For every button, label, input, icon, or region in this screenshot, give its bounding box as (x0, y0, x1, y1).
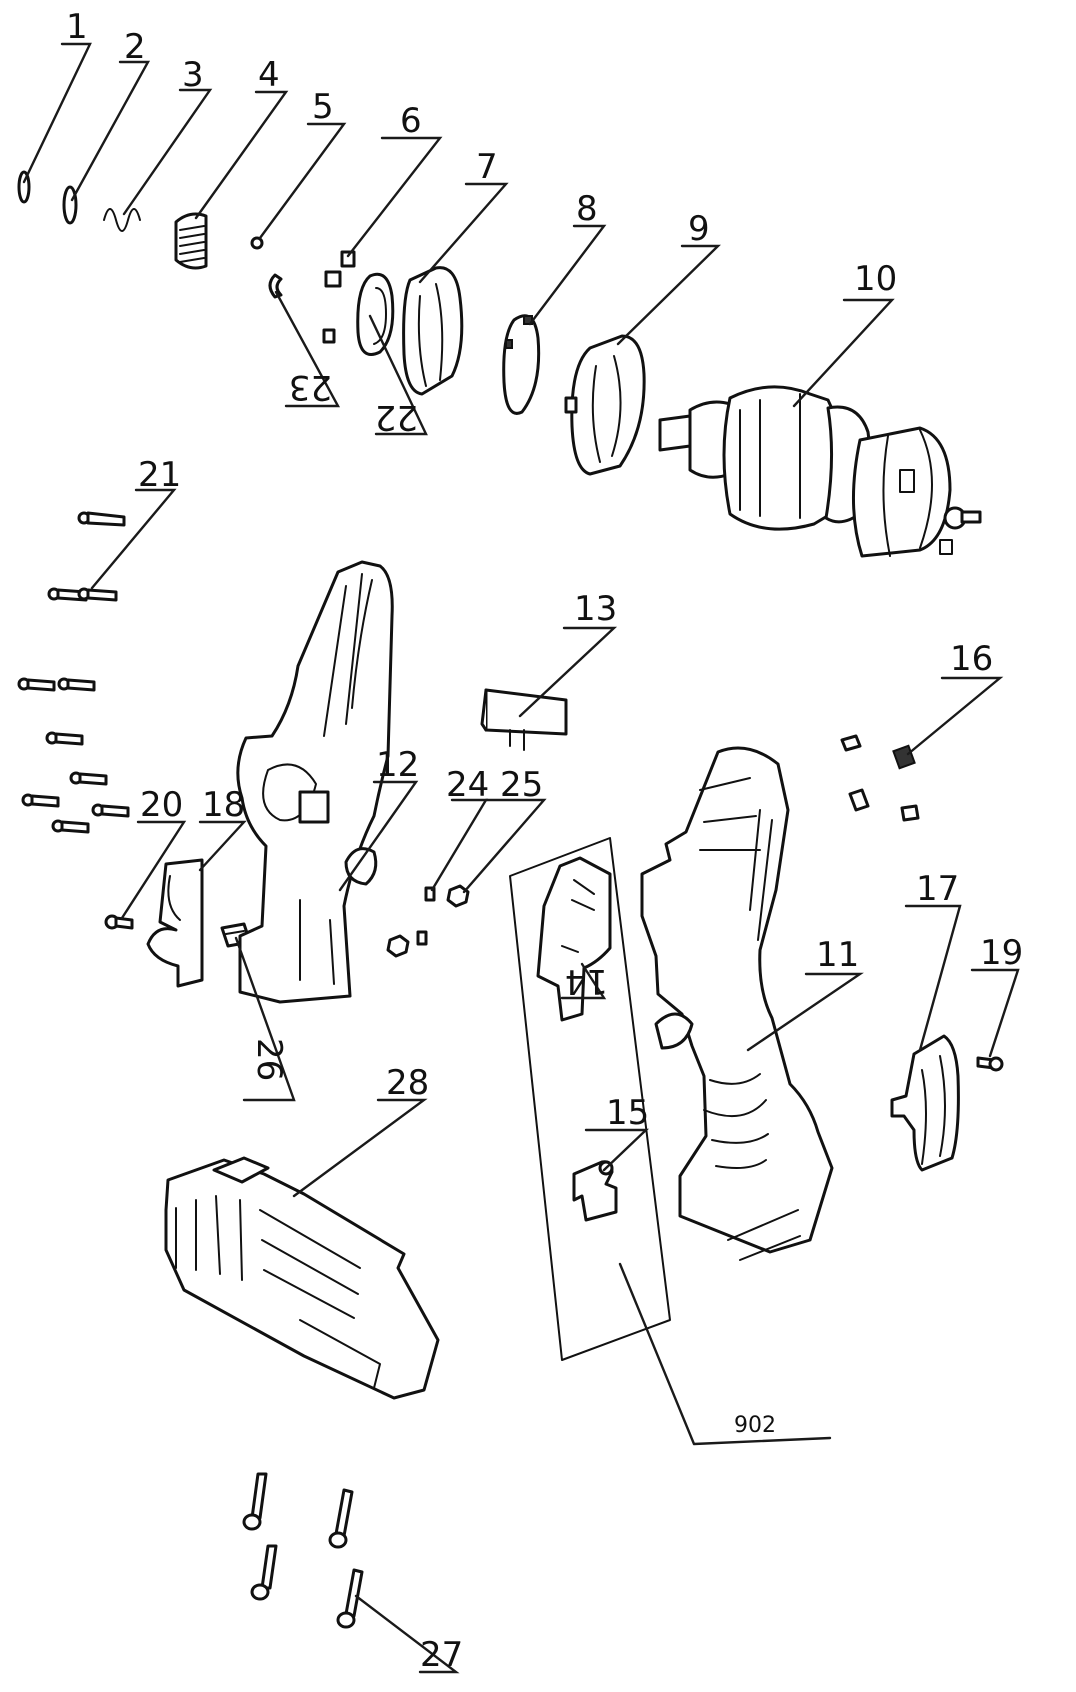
part-18-bracket (146, 858, 204, 988)
label-2: 2 (124, 27, 146, 67)
part-27-screws (242, 1472, 364, 1629)
label-17: 17 (916, 869, 959, 909)
label-9: 9 (688, 209, 710, 249)
part-20-screw (104, 914, 134, 930)
part-17-cover-plate (890, 1034, 960, 1172)
label-22: 22 (375, 397, 418, 437)
label-3: 3 (182, 55, 204, 95)
leader-lines (22, 42, 1020, 1674)
label-10: 10 (854, 259, 897, 299)
part-23-clip (268, 273, 283, 299)
label-14: 14 (565, 961, 608, 1001)
label-23: 23 (289, 367, 332, 407)
label-19: 19 (980, 933, 1023, 973)
label-28: 28 (386, 1063, 429, 1103)
label-26: 26 (249, 1038, 289, 1081)
part-9-ring-gear (564, 334, 646, 476)
part-21-screws (17, 511, 130, 834)
label-15: 15 (606, 1093, 649, 1133)
label-21: 21 (138, 455, 181, 495)
label-902: 902 (734, 1413, 776, 1438)
part-10-motor-assembly (658, 385, 982, 558)
label-20: 20 (140, 785, 183, 825)
label-4: 4 (258, 55, 280, 95)
label-16: 16 (950, 639, 993, 679)
part-8-ring (502, 314, 541, 415)
label-7: 7 (476, 147, 498, 187)
part-4-coil (174, 212, 208, 270)
part-12-housing-left (236, 560, 394, 1004)
label-13: 13 (574, 589, 617, 629)
part-16-brushes (840, 734, 920, 822)
label-1: 1 (66, 7, 88, 47)
label-8: 8 (576, 189, 598, 229)
part-2-o-ring (62, 185, 78, 225)
label-18: 18 (202, 785, 245, 825)
label-24: 24 (446, 765, 489, 805)
label-27: 27 (420, 1635, 463, 1675)
part-5-ball (250, 236, 264, 250)
part-28-battery-pack (164, 1156, 440, 1400)
part-6-blocks (322, 250, 356, 344)
part-24-25-nuts (386, 884, 470, 958)
label-6: 6 (400, 101, 422, 141)
part-11-housing-right (640, 746, 834, 1261)
part-19-screw (976, 1056, 1004, 1072)
label-12: 12 (376, 745, 419, 785)
part-labels: 1 2 3 4 5 6 7 8 9 10 23 22 21 12 13 24 2… (66, 7, 1023, 1675)
part-7-ring-housing (402, 266, 464, 396)
part-22-gasket (356, 272, 395, 356)
part-13-switch-block (480, 688, 568, 751)
label-5: 5 (312, 87, 334, 127)
part-3-spring (103, 208, 141, 232)
label-25: 25 (500, 765, 543, 805)
label-11: 11 (816, 935, 859, 975)
